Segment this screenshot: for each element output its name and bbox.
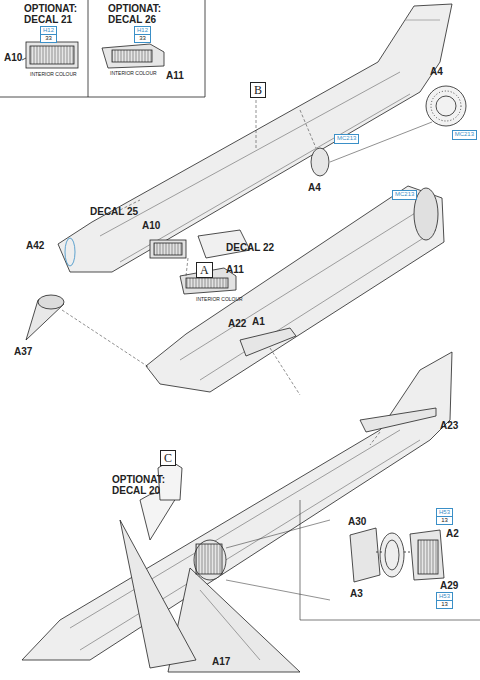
part-number: A1 xyxy=(252,316,265,327)
part-number: DECAL 25 xyxy=(90,206,138,217)
part-number: A11 xyxy=(166,70,184,81)
part-number: A4 xyxy=(308,182,321,193)
box-text: H53 xyxy=(437,593,452,601)
colour-code-box: MC213 xyxy=(392,190,417,200)
box-text: A xyxy=(200,263,209,277)
part-number: A10 xyxy=(4,52,22,63)
box-text: H53 xyxy=(437,509,452,517)
decal-note: OPTIONAT: DECAL 26 xyxy=(108,3,170,25)
paint-code-box: H1233 xyxy=(134,26,151,43)
box-text: 33 xyxy=(135,35,150,42)
part-number: A10 xyxy=(142,220,160,231)
part-number: A22 xyxy=(228,318,246,329)
step-letter-box: A xyxy=(196,262,213,278)
colour-note: INTERIOR COLOUR xyxy=(30,72,77,78)
box-text: 33 xyxy=(41,35,56,42)
colour-code-box: MC213 xyxy=(452,130,477,140)
part-number: A11 xyxy=(226,264,244,275)
colour-code-box: MC213 xyxy=(334,134,359,144)
paint-code-box: H1233 xyxy=(40,26,57,43)
box-text: C xyxy=(164,451,172,465)
part-number: A3 xyxy=(350,588,363,599)
box-text: B xyxy=(254,83,262,97)
paint-code-box: H5313 xyxy=(436,592,453,609)
box-text: MC213 xyxy=(395,191,414,199)
box-text: 13 xyxy=(437,517,452,524)
part-number: A42 xyxy=(26,240,44,251)
box-text: MC213 xyxy=(337,135,356,143)
part-number: A17 xyxy=(212,656,230,667)
paint-code-box: H5313 xyxy=(436,508,453,525)
part-number: A2 xyxy=(446,528,459,539)
box-text: H12 xyxy=(41,27,56,35)
colour-note: INTERIOR COLOUR xyxy=(110,71,157,77)
part-number: A37 xyxy=(14,346,32,357)
part-number: A29 xyxy=(440,580,458,591)
part-number: DECAL 22 xyxy=(226,242,274,253)
decal-note: OPTIONAT: DECAL 21 xyxy=(24,3,86,25)
box-text: 13 xyxy=(437,601,452,608)
colour-note: INTERIOR COLOUR xyxy=(196,297,243,303)
part-number: A4 xyxy=(430,66,443,77)
part-number: A30 xyxy=(348,516,366,527)
step-letter-box: C xyxy=(160,450,176,466)
step-letter-box: B xyxy=(250,82,266,98)
part-number: A23 xyxy=(440,420,458,431)
box-text: MC213 xyxy=(455,131,474,139)
box-text: H12 xyxy=(135,27,150,35)
decal-note: OPTIONAT: DECAL 20 xyxy=(112,474,174,496)
